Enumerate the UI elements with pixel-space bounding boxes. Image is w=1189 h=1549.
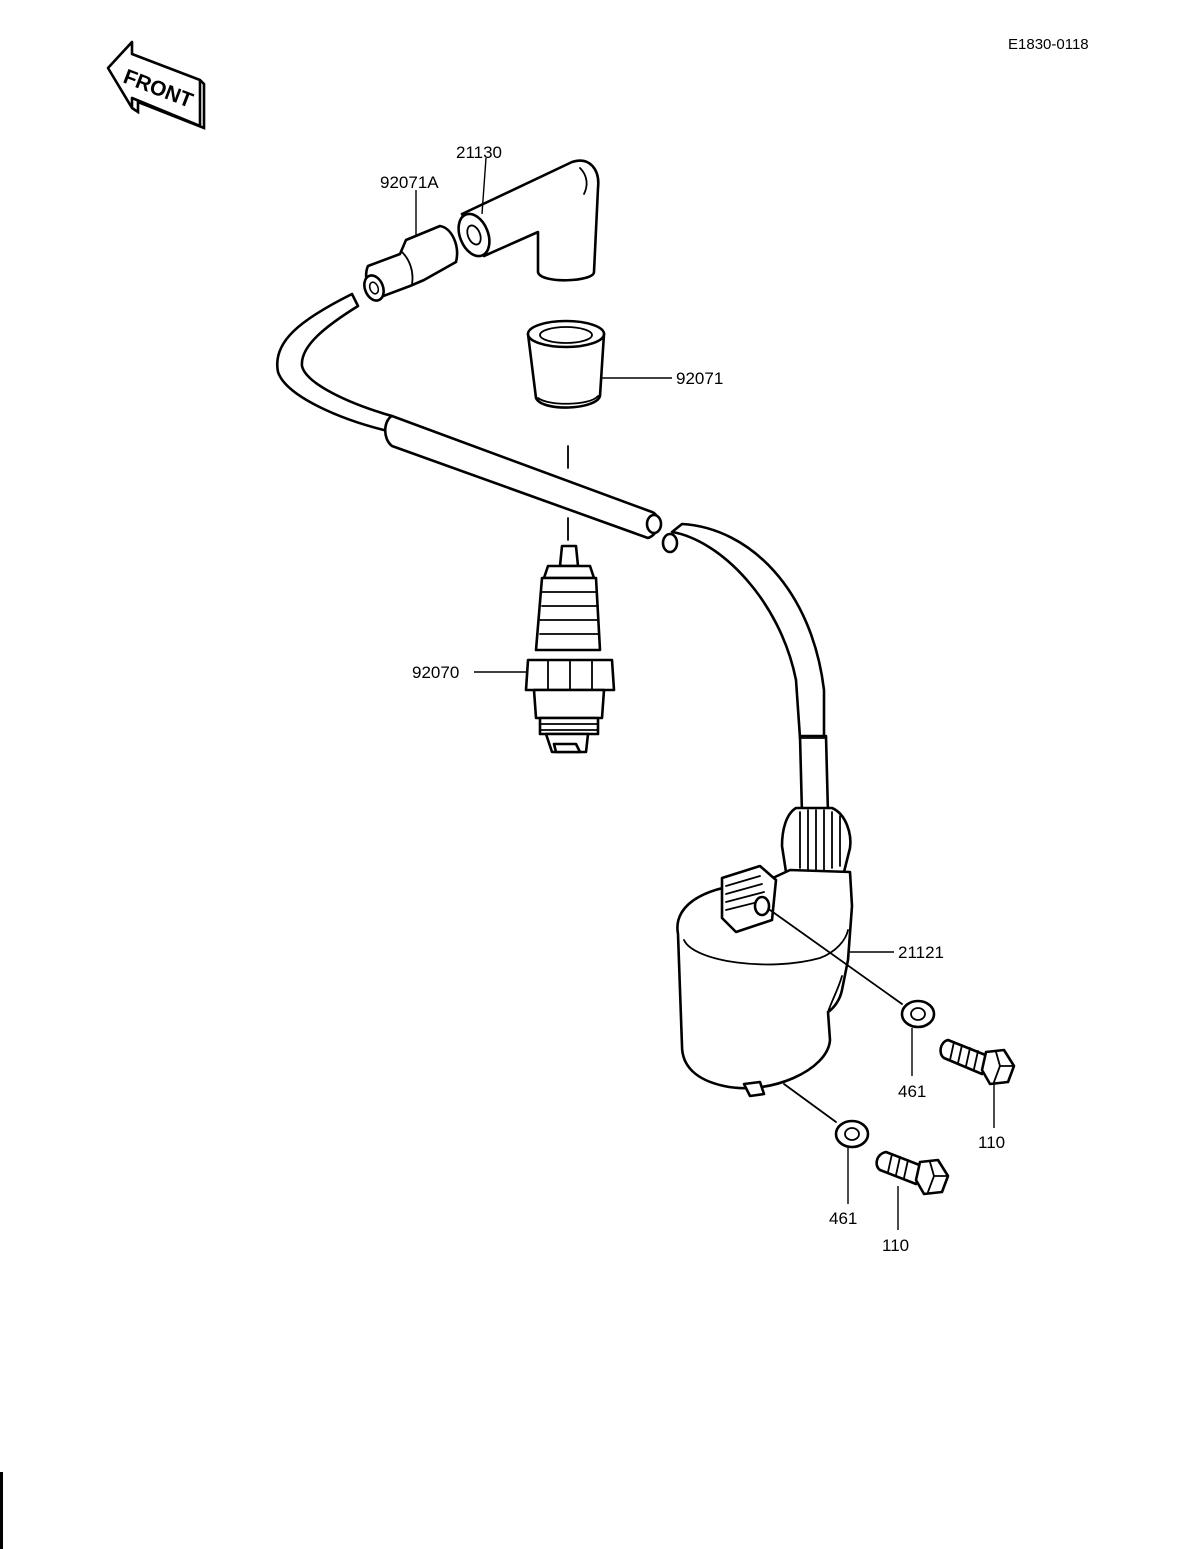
callout-21121: 21121 bbox=[898, 943, 944, 962]
washer-lower bbox=[834, 1119, 870, 1149]
callout-461-lower: 461 bbox=[829, 1209, 857, 1228]
callout-110-lower: 110 bbox=[882, 1236, 909, 1255]
document-code: E1830-0118 bbox=[1008, 36, 1089, 53]
plug-cap-elbow bbox=[457, 159, 600, 282]
callout-461-upper: 461 bbox=[898, 1082, 926, 1101]
callout-92070: 92070 bbox=[412, 663, 459, 682]
washer-upper bbox=[900, 999, 936, 1029]
ignition-coil bbox=[676, 806, 854, 1098]
callout-92071a: 92071A bbox=[380, 173, 439, 192]
bolt-upper bbox=[939, 1038, 1016, 1086]
bolt-lower bbox=[875, 1150, 950, 1196]
page-edge-mark bbox=[0, 1472, 3, 1549]
front-arrow-icon: FRONT bbox=[106, 40, 206, 130]
callout-92071: 92071 bbox=[676, 369, 723, 388]
callout-21130: 21130 bbox=[456, 143, 502, 162]
spark-plug bbox=[524, 544, 616, 754]
seal-92071a bbox=[363, 224, 459, 302]
cap-92071 bbox=[526, 319, 606, 409]
high-tension-lead bbox=[275, 292, 830, 816]
callout-110-upper: 110 bbox=[978, 1133, 1005, 1152]
